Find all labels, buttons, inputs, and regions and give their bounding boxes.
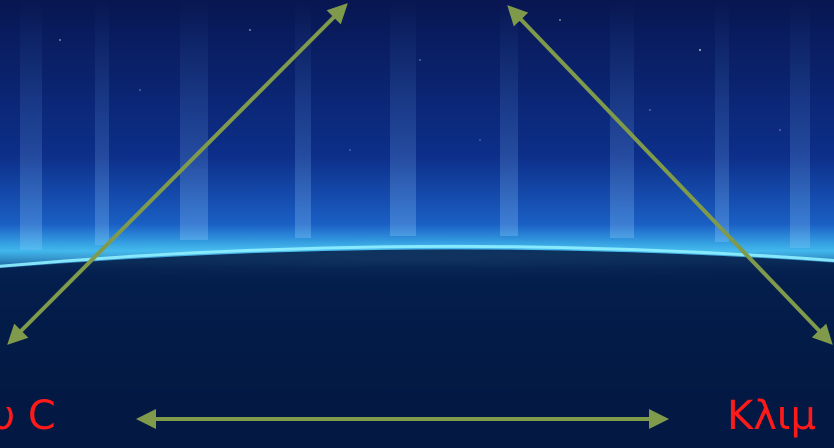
corner-label-left: υ C: [0, 393, 56, 439]
arrows: [7, 3, 833, 429]
arrow-right-diagonal: [507, 5, 833, 345]
corner-label-right: Κλιμ: [727, 393, 816, 439]
arrow-left-diagonal: [7, 3, 348, 345]
